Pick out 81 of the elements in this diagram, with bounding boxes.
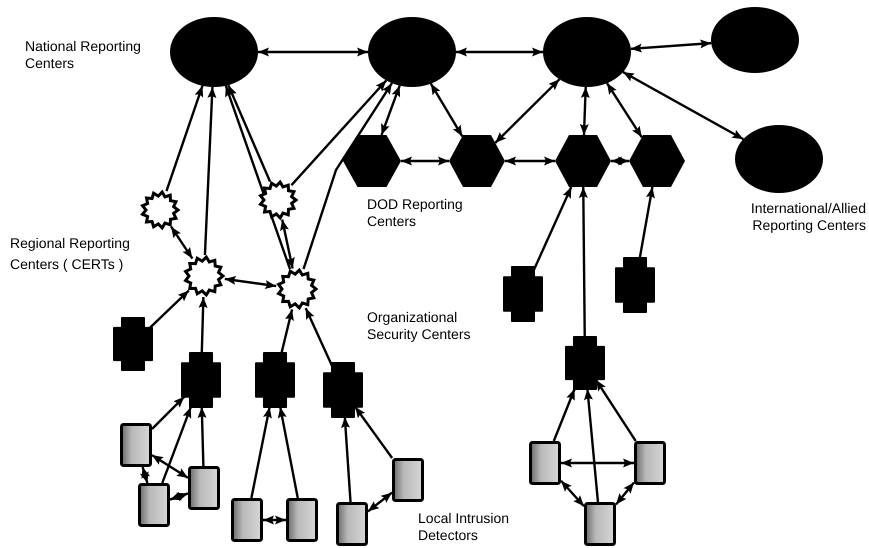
regional-center-starburst [258, 180, 298, 220]
arrow [584, 388, 600, 502]
arrow [204, 86, 216, 256]
arrow [552, 388, 576, 442]
security-center-block [323, 362, 363, 418]
dod-center-hexagon [555, 135, 611, 187]
arrow [380, 85, 401, 136]
arrow [278, 406, 299, 498]
group-label: Organizational Security Centers [367, 309, 472, 343]
arrow [630, 39, 712, 53]
arrow [198, 296, 208, 354]
arrow [532, 186, 572, 270]
intrusion-detector-box [188, 466, 220, 510]
reporting-center-ellipse [170, 17, 258, 87]
reporting-center-ellipse [543, 17, 631, 87]
arrow [161, 406, 192, 484]
regional-center-starburst [183, 254, 226, 298]
arrow [606, 82, 643, 138]
arrow [258, 48, 368, 56]
group-label: Local Intrusion Detectors [418, 510, 510, 544]
arrow [250, 406, 272, 498]
arrow [622, 71, 744, 140]
dod-center-hexagon [449, 135, 505, 187]
arrow [304, 308, 334, 366]
arrow [290, 80, 388, 186]
arrow [140, 466, 150, 484]
arrow [611, 156, 629, 166]
intrusion-detector-box [286, 498, 318, 542]
group-label: International/Allied Reporting Centers [750, 200, 866, 234]
arrow [638, 186, 655, 258]
regional-center-starburst [140, 190, 180, 230]
group-label: National Reporting Centers [25, 38, 142, 72]
security-center-block [181, 352, 221, 408]
arrow [578, 186, 588, 338]
intrusion-detector-box [584, 502, 616, 546]
arrow [302, 82, 393, 270]
intrusion-detector-box [120, 423, 152, 467]
group-label: DOD Reporting Centers [367, 196, 464, 230]
group-label: Regional Reporting Centers ( CERTs ) [10, 234, 131, 274]
intrusion-detector-box [336, 502, 368, 546]
arrow [151, 396, 186, 430]
intrusion-detector-box [138, 483, 170, 527]
arrow [341, 416, 352, 502]
security-center-block [565, 336, 605, 390]
arrow [280, 219, 295, 269]
security-center-block [255, 352, 295, 408]
reporting-center-ellipse [368, 17, 456, 87]
arrow [354, 406, 394, 459]
arrow [165, 85, 204, 192]
arrow [561, 458, 634, 468]
arrow [151, 454, 189, 479]
regional-center-starburst [276, 268, 318, 310]
intrusion-detector-box [231, 498, 263, 542]
arrow [227, 84, 272, 182]
reporting-center-ellipse [735, 125, 823, 193]
dod-center-hexagon [629, 135, 685, 187]
arrow [170, 226, 194, 260]
security-center-block [113, 317, 153, 371]
intrusion-detector-box [529, 441, 561, 485]
arrow [367, 492, 393, 512]
security-center-block [615, 257, 655, 313]
arrow [494, 78, 560, 144]
security-center-block [503, 266, 543, 322]
arrow [263, 516, 286, 524]
arrow [401, 156, 449, 166]
arrow [595, 379, 637, 442]
arrow [280, 309, 294, 354]
dod-center-hexagon [343, 135, 401, 187]
arrow [224, 276, 276, 290]
arrow [149, 290, 190, 329]
intrusion-detector-box [634, 441, 666, 485]
arrow [456, 48, 543, 56]
arrow [580, 86, 590, 136]
arrow [560, 480, 585, 508]
reporting-center-ellipse [711, 7, 799, 73]
arrow [505, 156, 555, 166]
arrow [198, 406, 207, 466]
intrusion-detector-box [392, 458, 424, 502]
arrow [430, 83, 464, 137]
arrow [615, 482, 635, 506]
arrow [170, 492, 188, 502]
